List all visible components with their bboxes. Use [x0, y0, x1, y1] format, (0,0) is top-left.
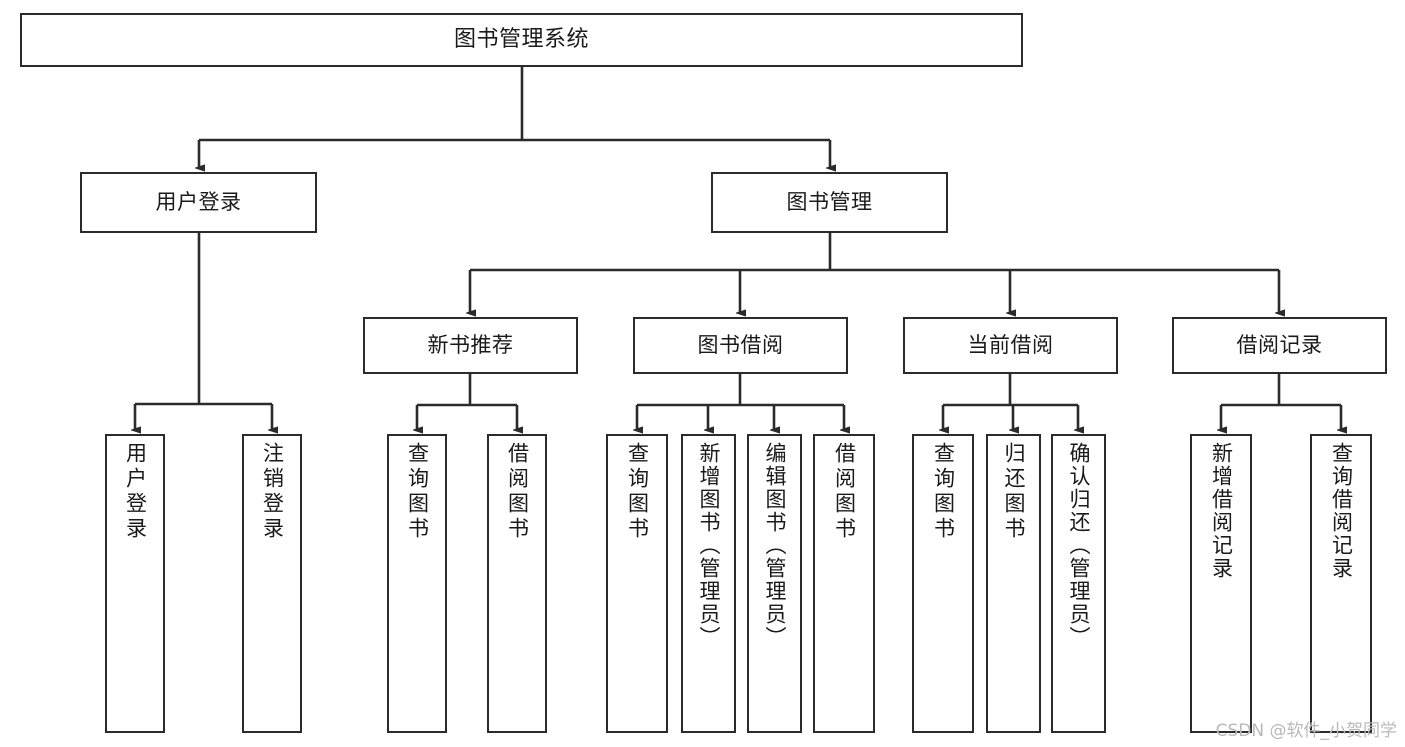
leaf-query-borrow-record-label: 查询借阅记录 — [1329, 442, 1354, 580]
leaf-confirm-return-admin-label: 确认归还（管理员） — [1067, 442, 1091, 649]
node-user-login-label: 用户登录 — [155, 189, 242, 214]
node-current-borrow[interactable]: 当前借阅 — [903, 317, 1118, 374]
node-current-borrow-label: 当前借阅 — [967, 332, 1054, 357]
node-book-management[interactable]: 图书管理 — [711, 172, 948, 233]
node-borrow-record[interactable]: 借阅记录 — [1172, 317, 1387, 374]
node-new-book-recommend-label: 新书推荐 — [427, 332, 514, 357]
leaf-logout-login[interactable]: 注销登录 — [242, 434, 302, 733]
leaf-borrow-book-recommend-label: 借阅图书 — [505, 442, 530, 542]
leaf-query-book-borrow-label: 查询图书 — [625, 442, 650, 542]
leaf-logout-login-label: 注销登录 — [260, 442, 285, 542]
node-book-borrow[interactable]: 图书借阅 — [633, 317, 848, 374]
leaf-query-book-recommend[interactable]: 查询图书 — [387, 434, 447, 733]
leaf-query-borrow-record[interactable]: 查询借阅记录 — [1310, 434, 1372, 733]
node-root[interactable]: 图书管理系统 — [20, 13, 1023, 67]
leaf-user-login[interactable]: 用户登录 — [105, 434, 165, 733]
node-book-borrow-label: 图书借阅 — [697, 332, 784, 357]
leaf-add-borrow-record-label: 新增借阅记录 — [1209, 442, 1234, 580]
node-book-management-label: 图书管理 — [786, 189, 873, 214]
leaf-add-book-admin[interactable]: 新增图书（管理员） — [681, 434, 736, 733]
node-borrow-record-label: 借阅记录 — [1236, 332, 1323, 357]
csdn-watermark: CSDN @软件_小贺同学 — [1215, 721, 1397, 741]
leaf-confirm-return-admin[interactable]: 确认归还（管理员） — [1051, 434, 1106, 733]
leaf-return-book-label: 归还图书 — [1002, 442, 1026, 542]
leaf-edit-book-admin[interactable]: 编辑图书（管理员） — [747, 434, 802, 733]
leaf-return-book[interactable]: 归还图书 — [986, 434, 1041, 733]
leaf-query-book-current-label: 查询图书 — [931, 442, 956, 542]
leaf-borrow-book-label: 借阅图书 — [832, 442, 857, 542]
node-root-label: 图书管理系统 — [453, 26, 589, 52]
leaf-borrow-book-recommend[interactable]: 借阅图书 — [487, 434, 547, 733]
leaf-add-book-admin-label: 新增图书（管理员） — [697, 442, 721, 649]
leaf-add-borrow-record[interactable]: 新增借阅记录 — [1190, 434, 1252, 733]
leaf-borrow-book[interactable]: 借阅图书 — [813, 434, 875, 733]
leaf-query-book-borrow[interactable]: 查询图书 — [606, 434, 668, 733]
node-user-login[interactable]: 用户登录 — [80, 172, 317, 233]
leaf-query-book-recommend-label: 查询图书 — [405, 442, 430, 542]
leaf-edit-book-admin-label: 编辑图书（管理员） — [763, 442, 787, 649]
leaf-query-book-current[interactable]: 查询图书 — [912, 434, 974, 733]
leaf-user-login-label: 用户登录 — [123, 442, 148, 542]
node-new-book-recommend[interactable]: 新书推荐 — [363, 317, 578, 374]
